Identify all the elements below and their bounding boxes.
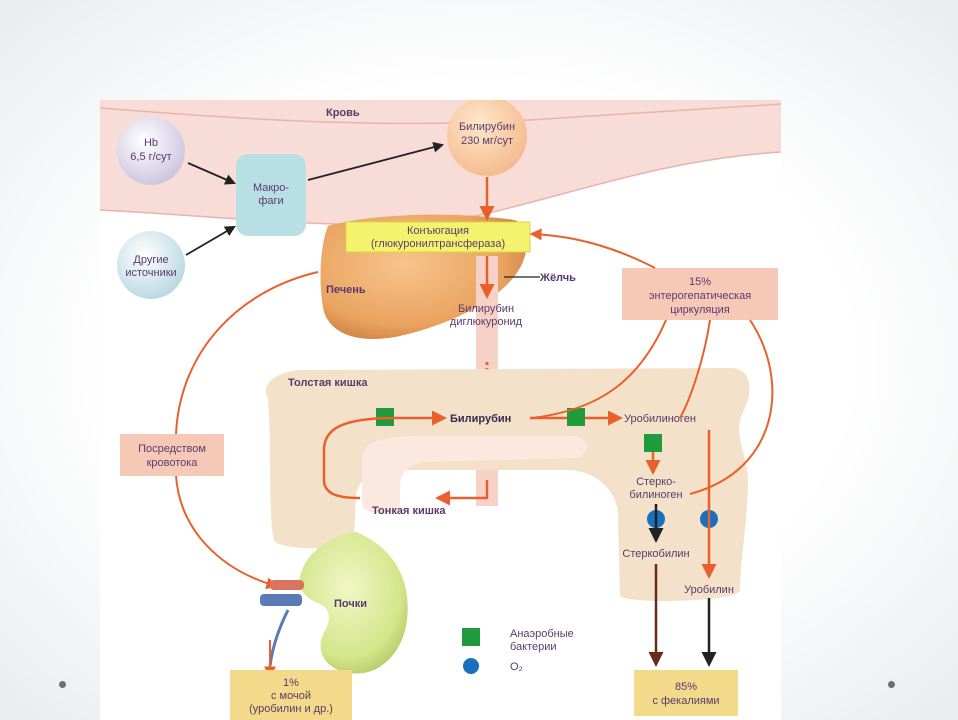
urine-label: с мочой [271, 690, 311, 702]
arrow-sources-to-macrophages [185, 225, 236, 256]
bile-label: Жёлчь [539, 272, 576, 284]
conjugation-label-2: (глюкуронилтрансфераза) [371, 238, 505, 250]
other-sources-label-1: Другие [133, 254, 168, 266]
other-sources-circle [117, 231, 185, 299]
enterohepatic-line-stercobilinogen [689, 319, 774, 495]
feces-output-box [634, 670, 738, 716]
small-intestine-label: Тонкая кишка [372, 505, 446, 517]
macrophages-box [236, 154, 306, 236]
arrow-enterohepatic-to-conjugation [529, 228, 656, 269]
legend-o2-label: O₂ [510, 661, 523, 673]
legend-bacteria-label-2: бактерии [510, 641, 557, 653]
enterohepatic-label-1: 15% [689, 276, 711, 288]
bacteria-marker-2 [567, 408, 585, 426]
slide-bullet-right [888, 681, 895, 688]
arrow-macrophages-to-bilirubin [307, 141, 445, 181]
urine-detail: (уробилин и др.) [249, 703, 333, 715]
feces-label: с фекалиями [652, 695, 719, 707]
blood-label: Кровь [326, 107, 360, 119]
arrow-small-intestine-return [435, 480, 489, 506]
bloodstream-line-upper [175, 271, 319, 435]
legend-o2-swatch [463, 658, 479, 674]
stercobilinogen-label-1: Стерко- [636, 476, 676, 488]
blood-vessel [100, 100, 781, 226]
enterohepatic-box [622, 268, 778, 320]
conjugation-label-1: Конъюгация [407, 225, 469, 237]
arrow-bloodstream-to-kidney [175, 475, 279, 590]
urobilinogen-label: Уробилиноген [624, 413, 696, 425]
macrophages-label-2: фаги [258, 195, 283, 207]
bilirubin-diglucuronide-label-1: Билирубин [458, 303, 514, 315]
small-intestine [362, 436, 588, 514]
bilirubin-blood-amount: 230 мг/сут [461, 135, 513, 147]
bilirubin-diglucuronide-label-2: диглюкуронид [450, 316, 523, 328]
large-intestine-label: Толстая кишка [288, 377, 368, 389]
bilirubin-gut-label: Билирубин [450, 413, 511, 425]
urobilin-label: Уробилин [684, 584, 734, 596]
gut-loop-line [322, 416, 395, 500]
slide-bullet-left [59, 681, 66, 688]
enterohepatic-label-3: циркуляция [670, 304, 730, 316]
via-bloodstream-label-1: Посредством [138, 443, 206, 455]
via-bloodstream-box [120, 434, 224, 476]
liver-label: Печень [326, 284, 366, 296]
via-bloodstream-label-2: кровотока [147, 457, 199, 469]
bilirubin-blood-label: Билирубин [459, 121, 515, 133]
urine-percent: 1% [283, 677, 299, 689]
large-intestine [265, 368, 750, 602]
kidneys-label: Почки [334, 598, 367, 610]
kidney [260, 532, 408, 674]
macrophages-label-1: Макро- [253, 182, 289, 194]
enterohepatic-label-2: энтерогепатическая [649, 290, 751, 302]
enterohepatic-line-bilirubin [531, 319, 667, 419]
bacteria-marker-3 [644, 434, 662, 452]
arrow-hb-to-macrophages [187, 162, 236, 185]
hb-label: Hb [144, 137, 158, 149]
stercobilin-label: Стеркобилин [622, 548, 689, 560]
bilirubin-metabolism-diagram: Кровь Hb 6,5 г/сут Другие источники Макр… [100, 100, 781, 720]
hb-amount: 6,5 г/сут [130, 151, 171, 163]
hb-circle [117, 117, 185, 185]
other-sources-label-2: источники [125, 267, 176, 279]
legend-bacteria-label-1: Анаэробные [510, 628, 574, 640]
bilirubin-blood-sphere [447, 100, 527, 176]
stercobilinogen-label-2: билиноген [629, 489, 682, 501]
feces-percent: 85% [675, 681, 697, 693]
enterohepatic-line-urobilinogen [679, 319, 711, 419]
legend-bacteria-swatch [462, 628, 480, 646]
urine-output-box [230, 670, 352, 720]
